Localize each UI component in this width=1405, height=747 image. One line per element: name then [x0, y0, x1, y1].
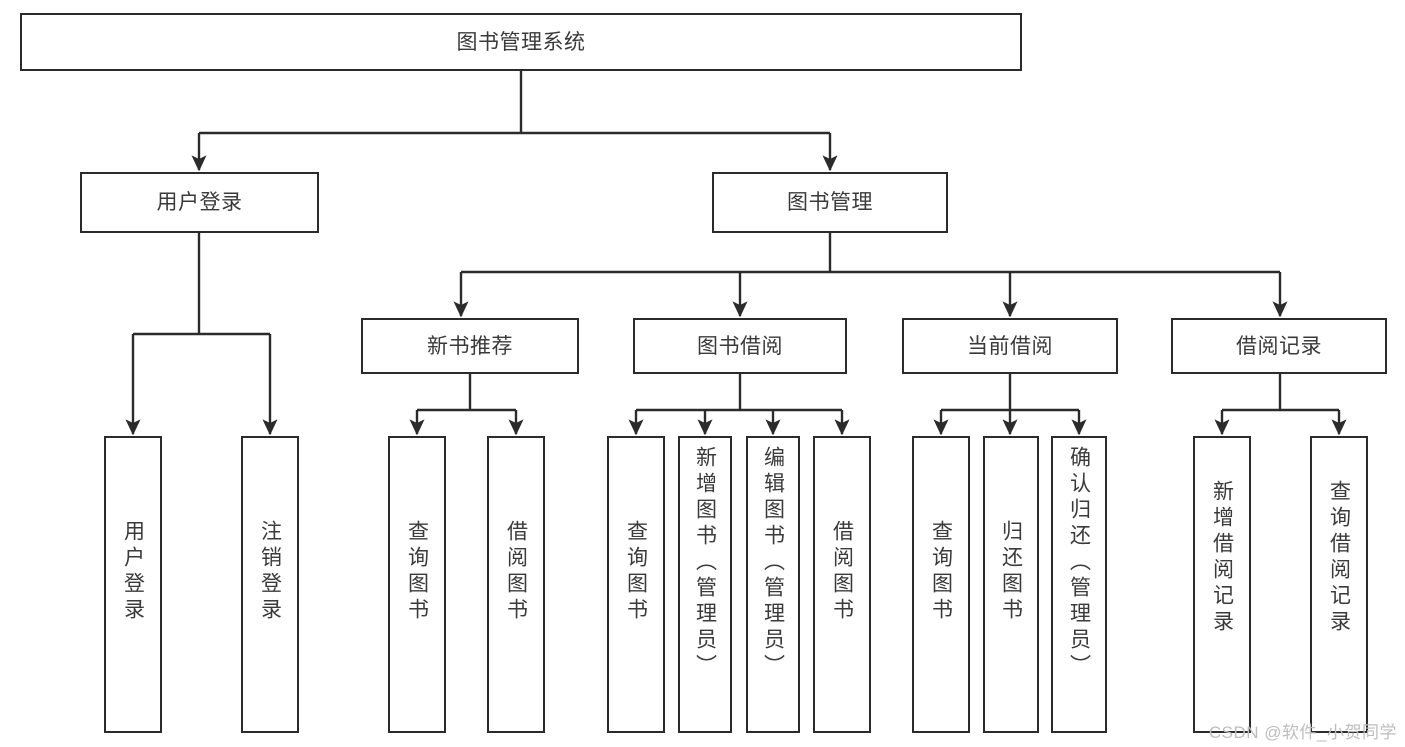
leaf-query-book-1-label: 查询图书 [405, 520, 429, 624]
node-book-manage[interactable]: 图书管理 [712, 172, 948, 233]
node-current-borrow-label: 当前借阅 [967, 334, 1053, 358]
leaf-query-book-2-label: 查询图书 [624, 520, 648, 624]
leaf-return-book-label: 归还图书 [999, 520, 1023, 624]
leaf-query-book-2[interactable]: 查询图书 [607, 436, 665, 733]
node-book-borrow[interactable]: 图书借阅 [633, 318, 847, 374]
leaf-user-login-label: 用户登录 [121, 520, 145, 624]
leaf-add-book[interactable]: 新增图书（管理员） [678, 436, 732, 733]
node-user-login[interactable]: 用户登录 [80, 172, 319, 233]
leaf-query-record[interactable]: 查询借阅记录 [1310, 436, 1368, 733]
leaf-user-logout-label: 注销登录 [258, 520, 282, 624]
leaf-query-book-1[interactable]: 查询图书 [388, 436, 446, 733]
node-book-manage-label: 图书管理 [787, 191, 873, 214]
leaf-edit-book[interactable]: 编辑图书（管理员） [746, 436, 800, 733]
leaf-borrow-book-2-label: 借阅图书 [830, 520, 854, 624]
node-book-borrow-label: 图书借阅 [697, 334, 783, 358]
node-root-label: 图书管理系统 [456, 30, 586, 54]
leaf-borrow-book-1[interactable]: 借阅图书 [487, 436, 545, 733]
leaf-query-book-3[interactable]: 查询图书 [912, 436, 970, 733]
leaf-add-book-label: 新增图书（管理员） [693, 446, 717, 680]
node-new-book-recommend-label: 新书推荐 [427, 334, 513, 358]
leaf-add-record-label: 新增借阅记录 [1210, 480, 1234, 636]
leaf-user-login[interactable]: 用户登录 [104, 436, 162, 733]
leaf-query-book-3-label: 查询图书 [929, 520, 953, 624]
node-current-borrow[interactable]: 当前借阅 [902, 318, 1118, 374]
leaf-borrow-book-1-label: 借阅图书 [504, 520, 528, 624]
leaf-borrow-book-2[interactable]: 借阅图书 [813, 436, 871, 733]
leaf-query-record-label: 查询借阅记录 [1327, 480, 1351, 636]
node-new-book-recommend[interactable]: 新书推荐 [361, 318, 579, 374]
leaf-edit-book-label: 编辑图书（管理员） [761, 446, 785, 680]
node-borrow-record-label: 借阅记录 [1236, 334, 1322, 358]
leaf-return-book[interactable]: 归还图书 [983, 436, 1039, 733]
leaf-confirm-return[interactable]: 确认归还（管理员） [1051, 436, 1107, 733]
leaf-confirm-return-label: 确认归还（管理员） [1067, 446, 1091, 680]
node-borrow-record[interactable]: 借阅记录 [1171, 318, 1387, 374]
node-root[interactable]: 图书管理系统 [20, 13, 1022, 71]
leaf-add-record[interactable]: 新增借阅记录 [1193, 436, 1251, 733]
csdn-watermark: CSDN @软件_小贺同学 [1208, 723, 1397, 742]
leaf-user-logout[interactable]: 注销登录 [241, 436, 299, 733]
node-user-login-label: 用户登录 [156, 191, 243, 214]
